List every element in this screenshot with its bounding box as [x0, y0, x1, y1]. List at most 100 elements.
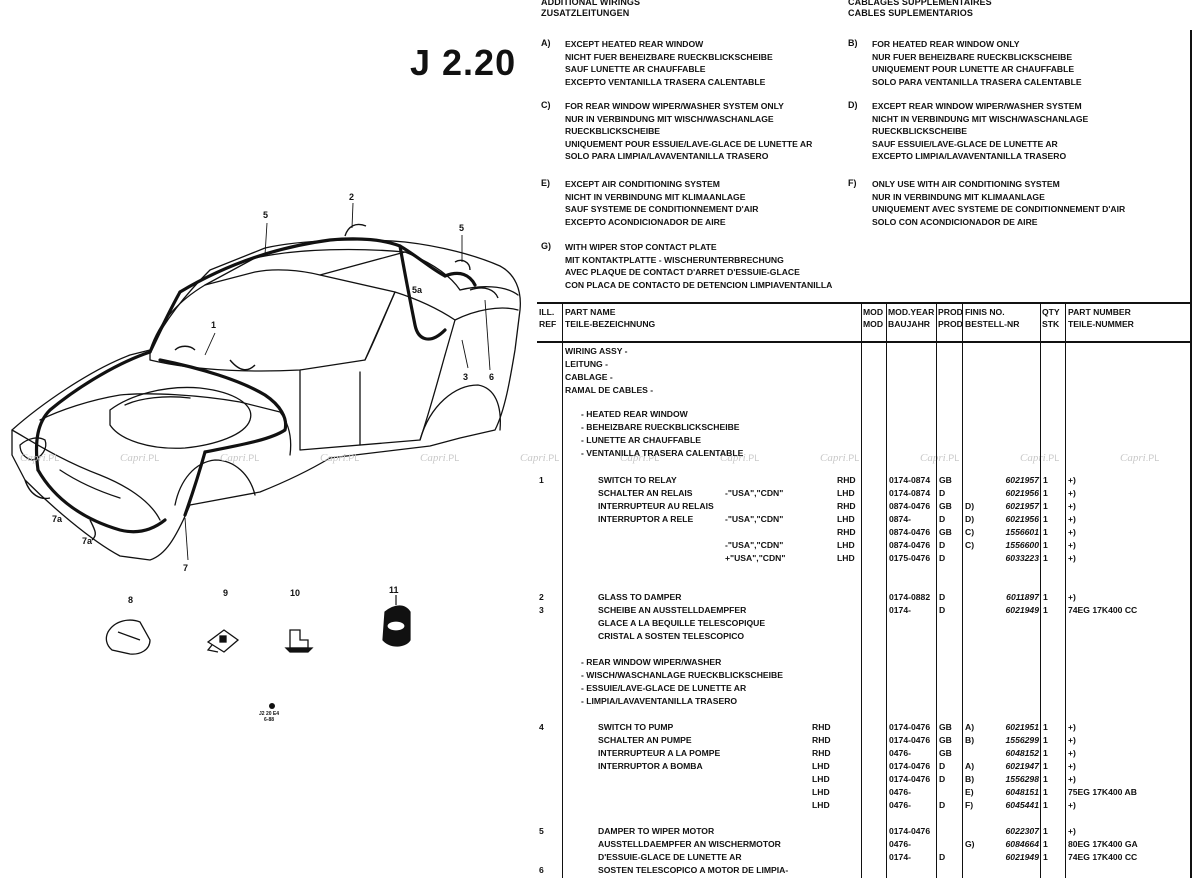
note-line: EXCEPT HEATED REAR WINDOW: [565, 39, 704, 49]
harness-hood-loop: [158, 358, 288, 454]
watermark: Capri.PL: [620, 452, 659, 464]
row-part-name: AUSSTELLDAEMPFER AN WISCHERMOTOR: [598, 839, 781, 849]
row-finis-no: 1556298: [1005, 774, 1039, 784]
row-finis-no: 6021956: [1005, 514, 1039, 524]
row-mod-year: 0174-0874: [889, 475, 931, 485]
row-qty: 1: [1043, 748, 1048, 758]
callout-6: 6: [489, 372, 495, 382]
row-mod: LHD: [837, 553, 855, 563]
callout-1: 1: [211, 320, 217, 330]
page-edge-line: [1190, 30, 1192, 878]
row-finis-no: 6021947: [1005, 761, 1039, 771]
row-part-name: DAMPER TO WIPER MOTOR: [598, 826, 715, 836]
car-hood-bulge: [109, 386, 252, 449]
watermark-text: Capri: [420, 452, 446, 464]
callout-5a: 5a: [412, 285, 423, 295]
row-qty: 1: [1043, 605, 1048, 615]
row-prod: D: [939, 592, 946, 602]
watermark: Capri.PL: [720, 452, 759, 464]
row-mod-year: 0874-0476: [889, 501, 931, 511]
car-front-wheel-arch: [174, 459, 256, 506]
watermark: Capri.PL: [20, 452, 59, 464]
row-variant: RHD: [812, 748, 831, 758]
header-partnum-line-2: TEILE-NUMMER: [1068, 319, 1134, 329]
watermark-text: Capri: [220, 452, 246, 464]
table-top-border: [537, 302, 1190, 304]
note-line: NUR FUER BEHEIZBARE RUECKBLICKSCHEIBE: [872, 51, 1073, 62]
row-mod-year: 0476-: [889, 800, 911, 810]
header-qty-line-2: STK: [1042, 319, 1060, 329]
header-modyear-line-1: MOD.YEAR: [888, 307, 935, 317]
row-mod-year: 0175-0476: [889, 553, 931, 563]
harness-front: [36, 468, 167, 534]
row-qty: 1: [1043, 527, 1048, 537]
callout-5: 5: [459, 223, 465, 233]
row-qty: 1: [1043, 514, 1048, 524]
note-line: SOLO CON ACONDICIONADOR DE AIRE: [872, 216, 1038, 227]
table-col-divider-pn: [1065, 302, 1067, 878]
watermark-suffix: .PL: [245, 453, 260, 463]
part-8-clip: [105, 619, 151, 655]
harness-main-loop: [34, 350, 152, 472]
table-col-divider-name: [562, 302, 564, 878]
harness-roof: [178, 237, 447, 294]
note-letter: G): [541, 241, 551, 251]
callout-10: 10: [290, 588, 301, 598]
note-line: RUECKBLICKSCHEIBE: [872, 126, 968, 136]
note-letter: C): [541, 100, 551, 110]
row-footnote: C): [965, 540, 975, 550]
row-mod-year: 0874-0476: [889, 540, 931, 550]
row-prod: D: [939, 553, 946, 563]
row-part-number: 74EG 17K400 CC: [1068, 605, 1138, 615]
row-prod: D: [939, 540, 946, 550]
row-footnote: F): [965, 800, 974, 810]
row-mod: LHD: [837, 488, 855, 498]
header-finis-line-1: FINIS NO.: [965, 307, 1005, 317]
row-qty: 1: [1043, 553, 1048, 563]
note-line: EXCEPT AIR CONDITIONING SYSTEM: [565, 179, 720, 189]
group-rear-wiper-washer: - REAR WINDOW WIPER/WASHER: [581, 657, 722, 667]
watermark-suffix: .PL: [745, 453, 760, 463]
row-prod: D: [939, 800, 946, 810]
row-mod-year: 0174-0476: [889, 722, 931, 732]
watermark-suffix: .PL: [445, 453, 460, 463]
row-mod-year: 0874-0476: [889, 527, 931, 537]
harness-rear: [398, 244, 447, 341]
header-prod-line-2: PROD: [938, 319, 963, 329]
callout-2: 2: [349, 192, 355, 202]
row-part-number: +): [1068, 527, 1076, 537]
watermark-suffix: .PL: [845, 453, 860, 463]
row-finis-no: 6021949: [1005, 852, 1039, 862]
group-rear-wiper-washer: - WISCH/WASCHANLAGE RUECKBLICKSCHEIBE: [581, 670, 783, 680]
row-part-number: +): [1068, 514, 1076, 524]
row-qty: 1: [1043, 800, 1048, 810]
row-prod: D: [939, 488, 946, 498]
table-col-divider-qty: [1040, 302, 1042, 878]
row-ref: 2: [539, 592, 544, 602]
note-line: NUR IN VERBINDUNG MIT KLIMAANLAGE: [872, 191, 1045, 202]
row-prod: D: [939, 605, 946, 615]
row-qty: 1: [1043, 501, 1048, 511]
row-part-name: INTERRUPTOR A BOMBA: [598, 761, 703, 771]
group-rear-wiper-washer: - ESSUIE/LAVE-GLACE DE LUNETTE AR: [581, 683, 747, 693]
row-footnote: E): [965, 787, 974, 797]
row-part-name: GLACE A LA BEQUILLE TELESCOPIQUE: [598, 618, 766, 628]
note-line: UNIQUEMENT AVEC SYSTEME DE CONDITIONNEME…: [872, 204, 1126, 214]
row-finis-no: 6033223: [1005, 553, 1039, 563]
watermark-text: Capri: [620, 452, 646, 464]
table-col-divider-mod: [861, 302, 863, 878]
row-part-number: +): [1068, 540, 1076, 550]
harness-a-pillar: [148, 290, 182, 354]
note-letter: F): [848, 178, 857, 188]
small-code: J2 20 E4 6-88: [259, 711, 279, 723]
watermark: Capri.PL: [820, 452, 859, 464]
row-variant: +"USA","CDN": [725, 553, 786, 563]
row-part-number: +): [1068, 748, 1076, 758]
row-part-name: SWITCH TO PUMP: [598, 722, 674, 732]
group-wiring-assy: WIRING ASSY -: [565, 346, 628, 356]
note-line: SAUF SYSTEME DE CONDITIONNEMENT D'AIR: [565, 204, 759, 214]
row-prod: GB: [939, 527, 952, 537]
row-mod-year: 0174-: [889, 605, 911, 615]
watermark: Capri.PL: [420, 452, 459, 464]
